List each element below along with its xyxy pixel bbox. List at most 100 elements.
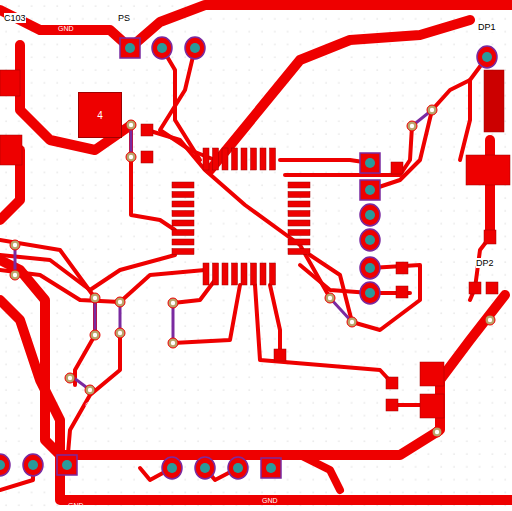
via-hole — [350, 320, 354, 324]
ic-pads — [172, 148, 310, 285]
ic-pad — [270, 263, 276, 285]
square-pad — [261, 458, 281, 478]
ic-pad — [222, 148, 228, 170]
round-pad — [228, 457, 248, 479]
via — [115, 328, 125, 338]
ic-pad — [251, 148, 257, 170]
via — [168, 298, 178, 308]
via — [90, 330, 100, 340]
round-pad — [360, 257, 380, 279]
square-pad — [360, 180, 380, 200]
part-name: C103 — [4, 13, 26, 23]
vias — [10, 105, 495, 437]
round-pad — [360, 282, 380, 304]
ic-pad — [288, 249, 310, 255]
drill — [365, 288, 375, 298]
net-label: GND — [68, 502, 84, 510]
via-hole — [118, 331, 122, 335]
ic-pad — [172, 249, 194, 255]
via — [65, 373, 75, 383]
via-hole — [13, 243, 17, 247]
ic-pad — [203, 148, 209, 170]
via — [85, 385, 95, 395]
via-hole — [171, 301, 175, 305]
ic-pad — [172, 201, 194, 207]
drill — [62, 460, 72, 470]
round-pad — [360, 229, 380, 251]
drill — [266, 463, 276, 473]
drill — [365, 210, 375, 220]
net-label: GND — [262, 497, 278, 505]
ic-pad — [241, 263, 247, 285]
drill — [200, 463, 210, 473]
round-pad — [23, 454, 43, 476]
ic-pad — [203, 263, 209, 285]
part-name: PS — [118, 13, 130, 23]
via-hole — [88, 388, 92, 392]
drill — [482, 52, 492, 62]
via — [126, 120, 136, 130]
ic-pad — [172, 239, 194, 245]
smd-pad: 4 — [78, 92, 122, 138]
ic-pad — [288, 220, 310, 226]
ic-pad — [172, 192, 194, 198]
bottom-traces — [15, 110, 432, 390]
via-hole — [430, 108, 434, 112]
ic-pad — [260, 263, 266, 285]
part-name: DP1 — [478, 22, 496, 32]
via-hole — [93, 333, 97, 337]
via-hole — [93, 296, 97, 300]
square-pad — [120, 38, 140, 58]
ic-pad — [288, 230, 310, 236]
ic-pad — [172, 182, 194, 188]
ic-pad — [222, 263, 228, 285]
drill — [125, 43, 135, 53]
round-pad — [162, 457, 182, 479]
net-label: GND — [58, 25, 74, 33]
square-pad — [360, 153, 380, 173]
ic-pad — [172, 211, 194, 217]
via-hole — [435, 430, 439, 434]
traces — [0, 5, 512, 500]
ic-pad — [288, 201, 310, 207]
via-hole — [171, 341, 175, 345]
round-pad — [185, 37, 205, 59]
drill — [233, 463, 243, 473]
via-hole — [118, 300, 122, 304]
square-pad — [57, 455, 77, 475]
via-hole — [129, 123, 133, 127]
via-hole — [68, 376, 72, 380]
via — [10, 270, 20, 280]
via — [10, 240, 20, 250]
via — [432, 427, 442, 437]
via — [347, 317, 357, 327]
via — [115, 297, 125, 307]
via-hole — [488, 318, 492, 322]
drill — [365, 263, 375, 273]
net-label: GND — [368, 440, 384, 448]
drill — [190, 43, 200, 53]
via — [168, 338, 178, 348]
pad-number: 4 — [97, 110, 103, 121]
via-hole — [13, 273, 17, 277]
through-holes — [0, 37, 497, 479]
via — [325, 293, 335, 303]
ic-pad — [260, 148, 266, 170]
drill — [0, 460, 5, 470]
drill — [365, 185, 375, 195]
via — [485, 315, 495, 325]
ic-pad — [288, 192, 310, 198]
ic-pad — [172, 220, 194, 226]
ic-pad — [241, 148, 247, 170]
drill — [365, 158, 375, 168]
ic-pad — [232, 148, 238, 170]
via — [427, 105, 437, 115]
round-pad — [152, 37, 172, 59]
round-pad — [477, 46, 497, 68]
round-pad — [0, 454, 10, 476]
round-pad — [360, 204, 380, 226]
via-hole — [129, 155, 133, 159]
ic-pad — [270, 148, 276, 170]
